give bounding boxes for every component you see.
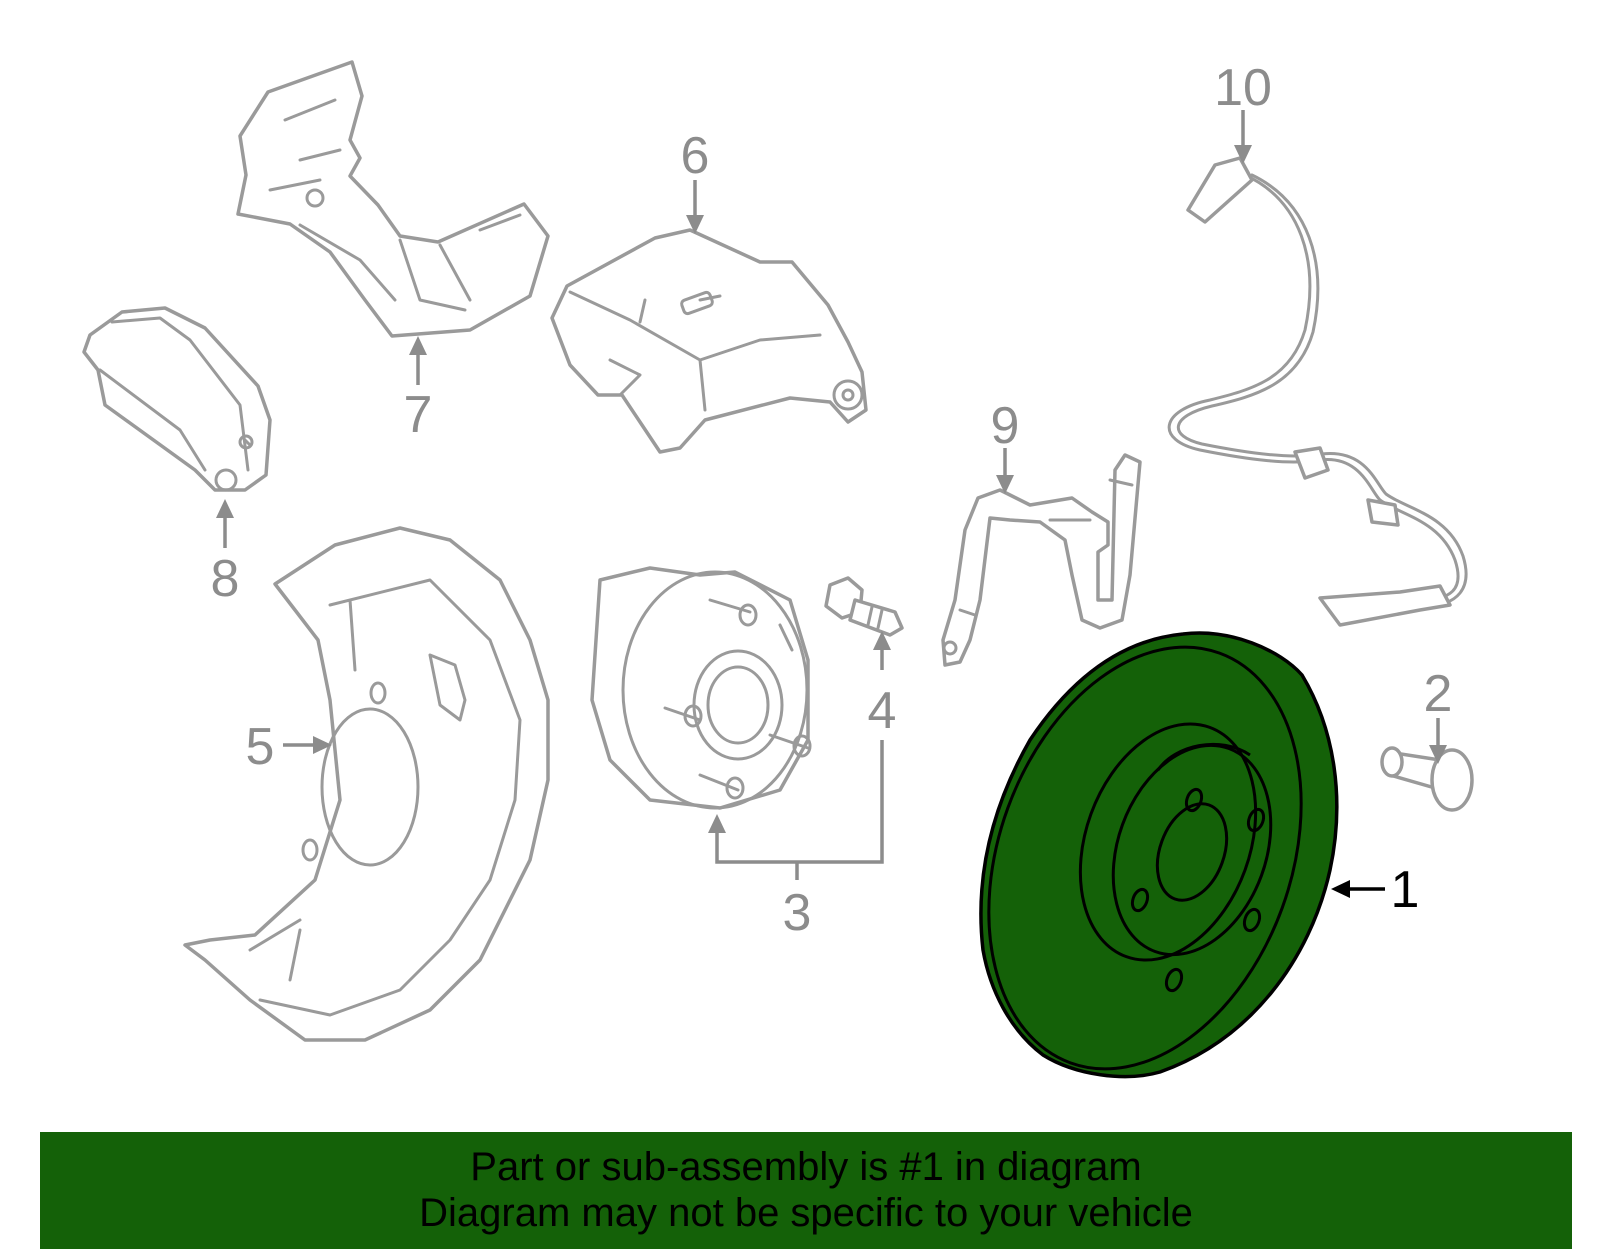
footer-line-1: Part or sub-assembly is #1 in diagram <box>470 1145 1142 1189</box>
callout-4: 4 <box>868 682 897 740</box>
callout-3: 3 <box>783 884 812 942</box>
callout-7: 7 <box>404 386 433 444</box>
callout-2: 2 <box>1424 665 1453 723</box>
parts-diagram: 10 6 7 8 9 5 4 3 2 1 <box>82 59 1474 1113</box>
caliper-part[interactable] <box>550 228 868 454</box>
callout-10: 10 <box>1214 59 1272 117</box>
hub-bolt-part[interactable] <box>824 576 904 637</box>
brake-pad-part[interactable] <box>82 306 272 492</box>
caliper-bracket-part[interactable] <box>236 60 550 338</box>
callout-1: 1 <box>1391 861 1420 919</box>
brake-hose-part[interactable] <box>941 453 1142 667</box>
callout-5: 5 <box>246 718 275 776</box>
footer-line-2: Diagram may not be specific to your vehi… <box>419 1191 1193 1235</box>
callout-6: 6 <box>681 127 710 185</box>
callout-9: 9 <box>991 397 1020 455</box>
leader-lines <box>216 110 1447 898</box>
splash-shield-part[interactable] <box>183 526 550 1042</box>
wheel-hub-part[interactable] <box>590 566 812 810</box>
brake-rotor-part[interactable] <box>933 603 1357 1113</box>
abs-sensor-part[interactable] <box>1167 156 1468 627</box>
footer-banner: Part or sub-assembly is #1 in diagram Di… <box>40 1132 1572 1249</box>
small-bolt-part[interactable] <box>1380 746 1474 812</box>
callout-8: 8 <box>211 550 240 608</box>
